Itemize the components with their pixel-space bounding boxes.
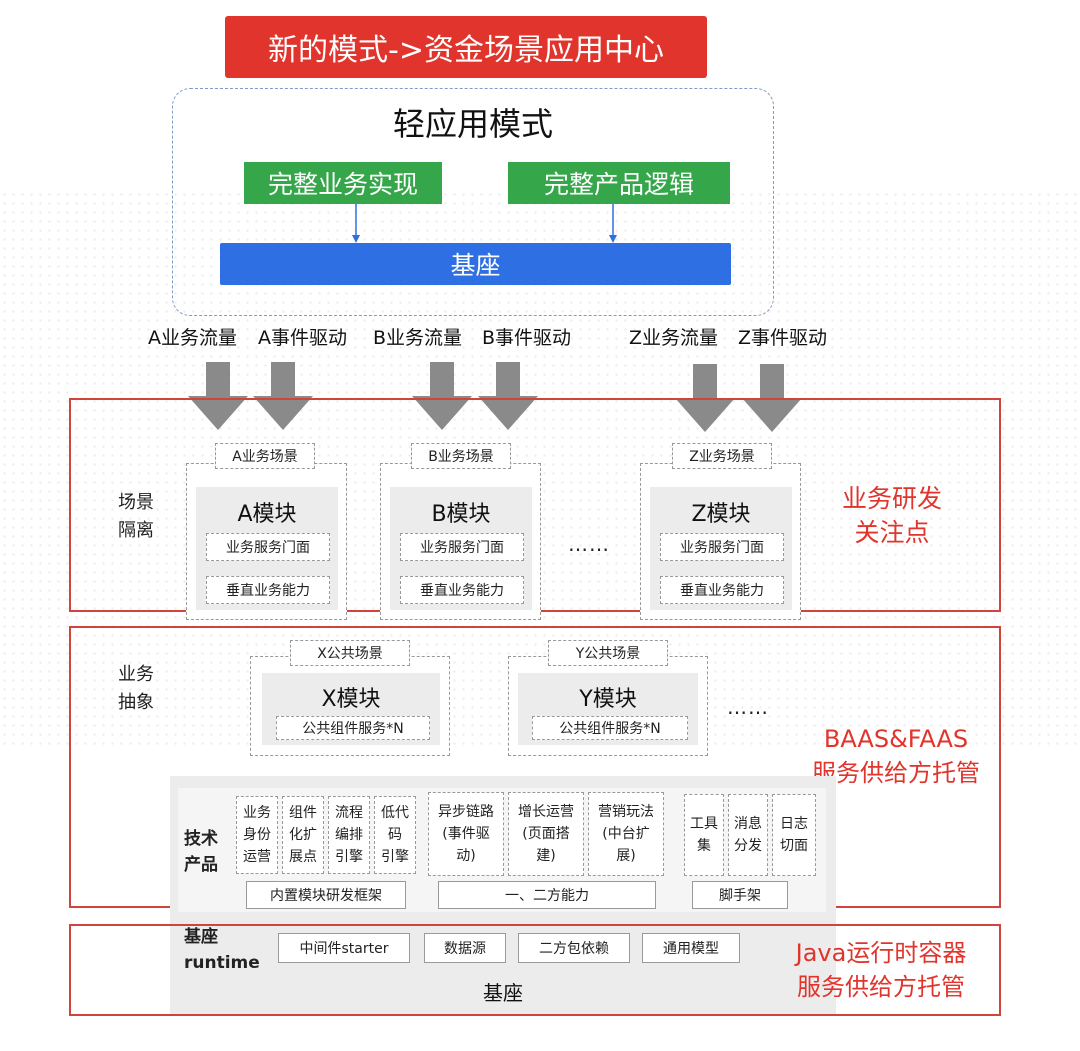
flow-label-z-event: Z事件驱动 xyxy=(738,327,828,349)
b-scene-tag: B业务场景 xyxy=(411,443,511,469)
scaffold-tag: 脚手架 xyxy=(692,881,788,909)
runtime-frame xyxy=(69,924,1001,1016)
complete-business-box: 完整业务实现 xyxy=(244,162,442,204)
y-module-title: Y模块 xyxy=(579,687,637,712)
scene-side-label-1: 场景 xyxy=(118,492,154,513)
flow-label-z-traffic: Z业务流量 xyxy=(629,327,719,349)
abstract-ellipsis: …… xyxy=(727,695,769,719)
java-runtime-label-line1: Java运行时容器 xyxy=(795,939,967,967)
business-rd-focus-label: 业务研发 关注点 xyxy=(812,482,972,550)
a-vertical-capability: 垂直业务能力 xyxy=(206,576,330,604)
flow-label-b-event: B事件驱动 xyxy=(482,327,572,349)
flow-label-b-traffic: B业务流量 xyxy=(373,327,463,349)
baas-faas-label-line1: BAAS&FAAS xyxy=(823,725,969,753)
tech-toolset: 工具 集 xyxy=(684,794,724,876)
java-runtime-label: Java运行时容器 服务供给方托管 xyxy=(770,936,992,1004)
runtime-label-line1: 基座 xyxy=(184,927,218,947)
title-banner: 新的模式->资金场景应用中心 xyxy=(225,16,707,78)
complete-product-box: 完整产品逻辑 xyxy=(508,162,730,204)
scene-ellipsis: …… xyxy=(568,532,610,556)
base-bar: 基座 xyxy=(220,243,731,285)
z-module-title: Z模块 xyxy=(691,502,751,527)
abstract-side-label-1: 业务 xyxy=(118,664,154,685)
b-service-facade: 业务服务门面 xyxy=(400,533,524,561)
middleware-starter: 中间件starter xyxy=(278,933,410,963)
tech-message-dispatch: 消息 分发 xyxy=(728,794,768,876)
b-vertical-capability: 垂直业务能力 xyxy=(400,576,524,604)
common-model: 通用模型 xyxy=(642,933,740,963)
business-rd-label-line1: 业务研发 xyxy=(841,484,942,513)
z-scene-tag: Z业务场景 xyxy=(672,443,772,469)
tech-flow-engine: 流程 编排 引擎 xyxy=(328,796,370,874)
baas-faas-label-line2: 服务供给方托管 xyxy=(812,759,980,787)
tech-async-link: 异步链路 (事件驱 动) xyxy=(428,792,504,876)
y-scene-tag: Y公共场景 xyxy=(548,640,668,666)
baas-faas-label: BAAS&FAAS 服务供给方托管 xyxy=(788,722,1004,790)
flow-down-arrows xyxy=(188,362,802,432)
light-app-container xyxy=(172,88,774,316)
light-app-title: 轻应用模式 xyxy=(392,105,553,143)
second-party-deps: 二方包依赖 xyxy=(518,933,630,963)
tech-label-line1: 技术 xyxy=(184,829,218,849)
x-module-title: X模块 xyxy=(321,687,381,712)
a-service-facade: 业务服务门面 xyxy=(206,533,330,561)
scene-side-label-2: 隔离 xyxy=(118,520,154,541)
builtin-framework-tag: 内置模块研发框架 xyxy=(246,881,406,909)
tech-lowcode-engine: 低代 码 引擎 xyxy=(374,796,416,874)
a-module-title: A模块 xyxy=(237,502,297,527)
abstract-side-label-2: 抽象 xyxy=(118,692,154,713)
business-rd-label-line2: 关注点 xyxy=(854,518,930,547)
tech-marketing-play: 营销玩法 (中台扩 展) xyxy=(588,792,664,876)
runtime-label: 基座 runtime xyxy=(184,924,260,976)
flow-label-a-event: A事件驱动 xyxy=(258,327,347,349)
runtime-base-label: 基座 xyxy=(483,980,523,1005)
tech-growth-ops: 增长运营 (页面搭 建) xyxy=(508,792,584,876)
tech-log-aspect: 日志 切面 xyxy=(772,794,816,876)
a-scene-tag: A业务场景 xyxy=(215,443,315,469)
banner-text: 新的模式->资金场景应用中心 xyxy=(268,33,664,68)
java-runtime-label-line2: 服务供给方托管 xyxy=(797,973,965,1001)
tech-products-label: 技术 产品 xyxy=(184,826,218,878)
y-public-component: 公共组件服务*N xyxy=(532,716,688,740)
tech-business-identity: 业务 身份 运营 xyxy=(236,796,278,874)
z-vertical-capability: 垂直业务能力 xyxy=(660,576,784,604)
b-module-title: B模块 xyxy=(431,502,491,527)
tech-label-line2: 产品 xyxy=(184,855,218,875)
party-capability-tag: 一、二方能力 xyxy=(438,881,656,909)
flow-label-a-traffic: A业务流量 xyxy=(148,327,237,349)
x-public-component: 公共组件服务*N xyxy=(276,716,430,740)
connector-arrows xyxy=(352,204,617,243)
x-scene-tag: X公共场景 xyxy=(290,640,410,666)
z-service-facade: 业务服务门面 xyxy=(660,533,784,561)
runtime-label-line2: runtime xyxy=(184,953,260,973)
tech-component-extension: 组件 化扩 展点 xyxy=(282,796,324,874)
datasource: 数据源 xyxy=(424,933,506,963)
